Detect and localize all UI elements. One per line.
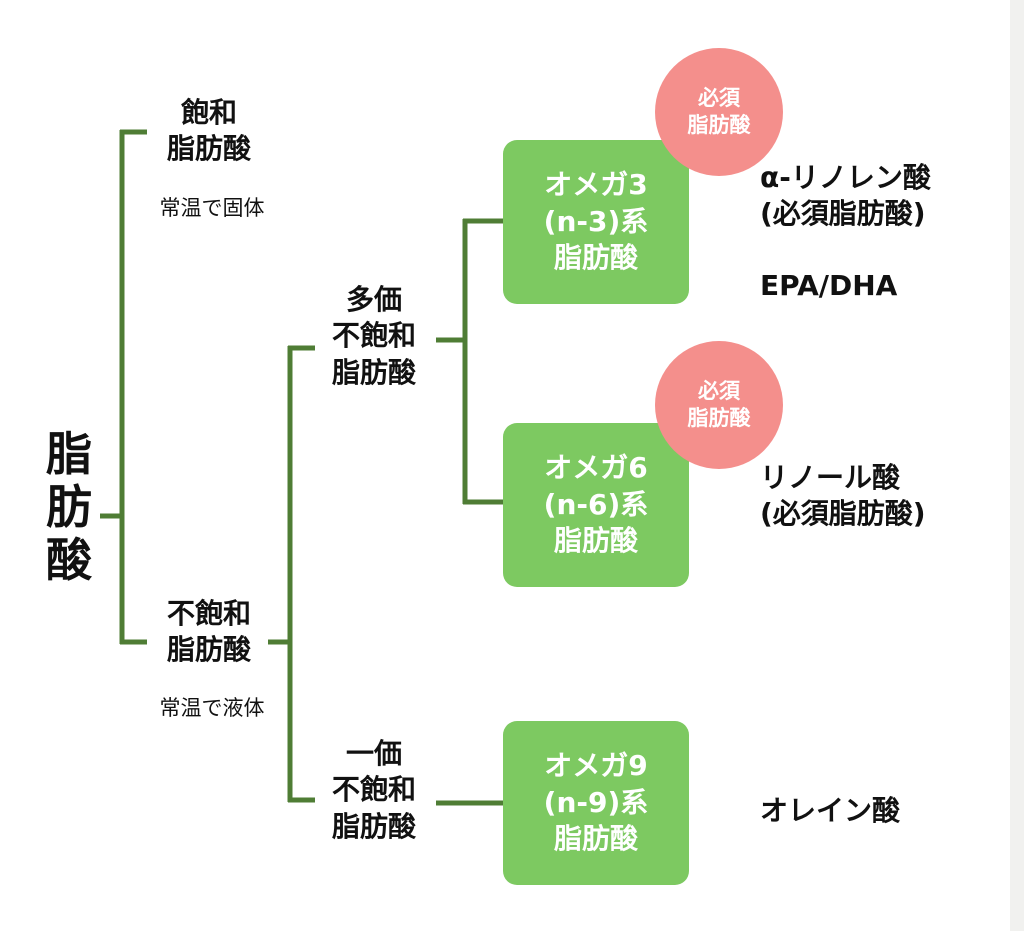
polyunsaturated-label: 多価 不飽和 脂肪酸 <box>331 283 416 389</box>
right-edge-strip <box>1010 0 1024 931</box>
root-label-fatty-acid: 脂 肪 酸 <box>46 427 92 587</box>
saturated-note: 常温で固体 <box>159 196 265 220</box>
omega9-example-oleic: オレイン酸 <box>760 794 901 827</box>
saturated-fatty-acid-label: 飽和 脂肪酸 <box>166 96 251 166</box>
unsaturated-note: 常温で液体 <box>159 696 265 720</box>
omega6-essential-badge: 必須 脂肪酸 <box>655 341 783 469</box>
omega6-box: オメガ6 (n-6)系 脂肪酸 <box>503 423 689 587</box>
omega3-example-epa-dha: EPA/DHA <box>760 269 898 302</box>
omega9-box: オメガ9 (n-9)系 脂肪酸 <box>503 721 689 885</box>
omega6-example-linoleic: リノール酸 (必須脂肪酸) <box>760 461 926 531</box>
unsaturated-fatty-acid-label: 不飽和 脂肪酸 <box>166 597 251 667</box>
omega3-box: オメガ3 (n-3)系 脂肪酸 <box>503 140 689 304</box>
monounsaturated-label: 一価 不飽和 脂肪酸 <box>331 737 416 843</box>
omega3-example-alpha-linolenic: α-リノレン酸 (必須脂肪酸) <box>760 161 931 231</box>
omega3-essential-badge: 必須 脂肪酸 <box>655 48 783 176</box>
